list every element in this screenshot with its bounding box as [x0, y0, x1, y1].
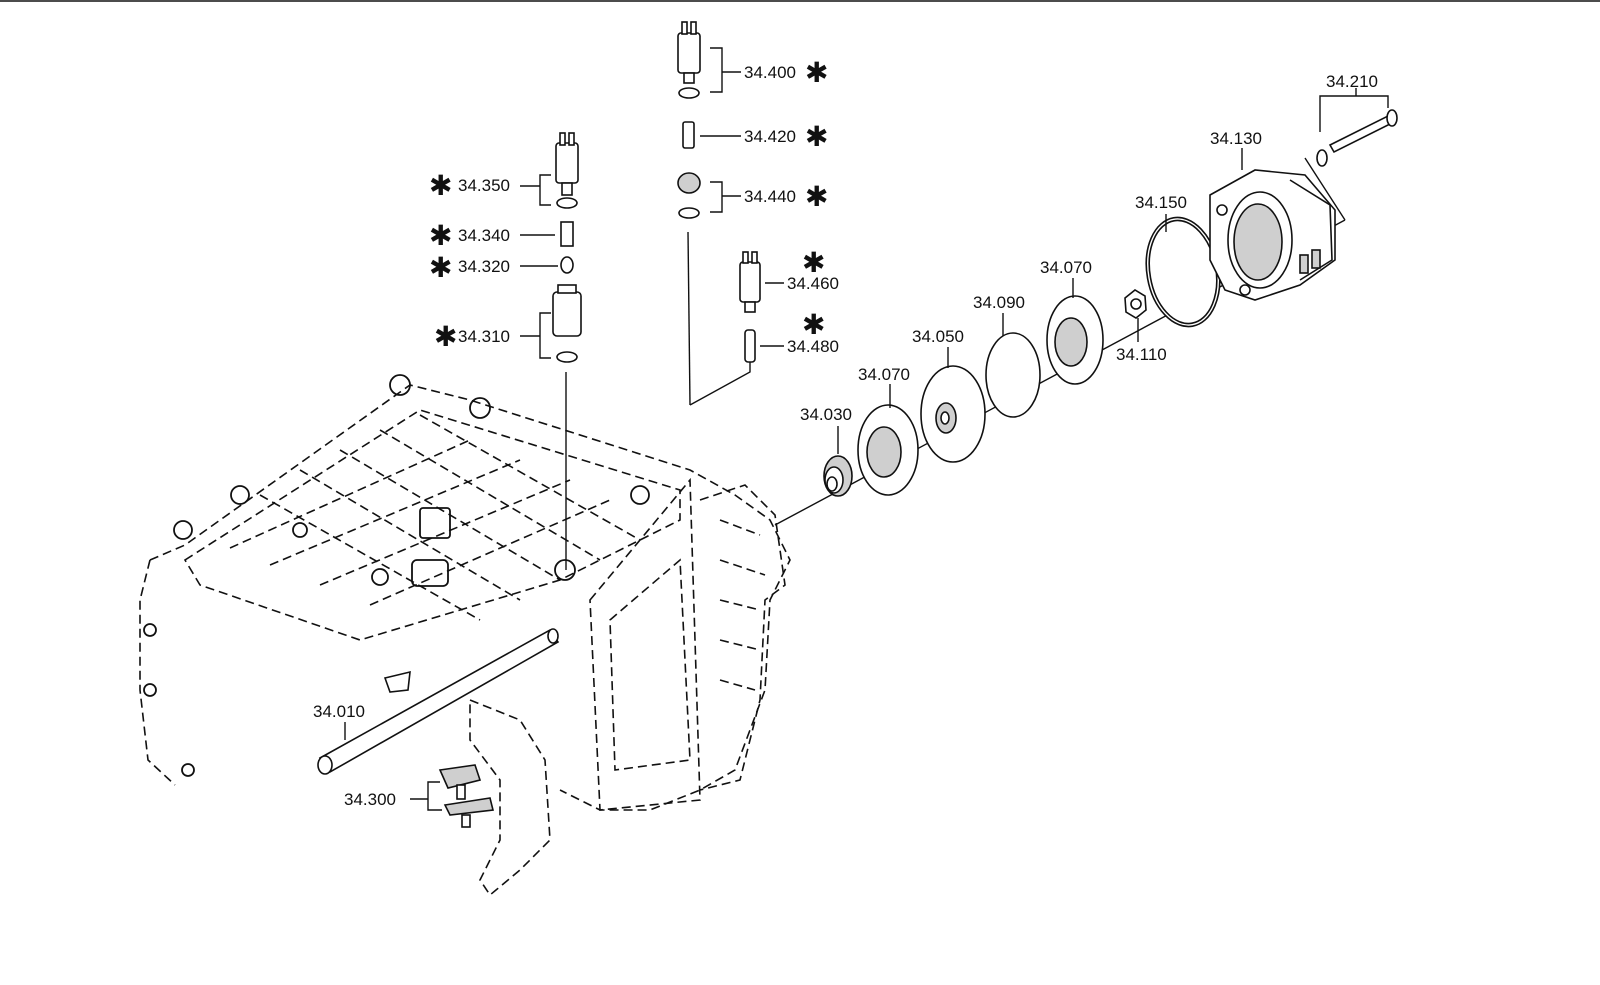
marker-34420: ✱ — [805, 120, 828, 153]
label-34150: 34.150 — [1135, 193, 1187, 212]
marker-34310: ✱ — [434, 320, 457, 353]
washer-34070-left — [857, 404, 919, 496]
sensor-34460 — [739, 251, 761, 363]
label-34440: 34.440 — [744, 187, 796, 206]
plate-34050 — [920, 365, 986, 463]
label-34070-right: 34.070 — [1040, 258, 1092, 277]
label-34090: 34.090 — [973, 293, 1025, 312]
label-34300: 34.300 — [344, 790, 396, 809]
part-labels: 34.350 34.340 34.320 34.310 34.400 34.42… — [313, 63, 1378, 809]
shift-rod-34010 — [317, 628, 560, 775]
washer-34070-right — [1046, 295, 1104, 385]
label-34400: 34.400 — [744, 63, 796, 82]
leader-lines — [344, 47, 1389, 811]
bracket-34300 — [438, 764, 494, 828]
label-34110: 34.110 — [1116, 345, 1167, 364]
marker-34340: ✱ — [429, 219, 452, 252]
bearing-34030 — [823, 455, 853, 497]
marker-34440: ✱ — [805, 180, 828, 213]
asterisk-markers: ✱ ✱ ✱ ✱ ✱ ✱ ✱ ✱ ✱ — [429, 56, 828, 353]
label-34420: 34.420 — [744, 127, 796, 146]
sensor-stack-34400 — [677, 21, 701, 219]
marker-34460: ✱ — [802, 246, 825, 279]
label-34340: 34.340 — [458, 226, 510, 245]
marker-34480: ✱ — [802, 308, 825, 341]
label-34210: 34.210 — [1326, 72, 1378, 91]
label-34320: 34.320 — [458, 257, 510, 276]
label-34010: 34.010 — [313, 702, 365, 721]
ring-34090 — [985, 332, 1041, 418]
cover-34130 — [1209, 169, 1336, 301]
label-34130: 34.130 — [1210, 129, 1262, 148]
label-34460: 34.460 — [787, 274, 839, 293]
label-34480: 34.480 — [787, 337, 839, 356]
label-34030: 34.030 — [800, 405, 852, 424]
label-34350: 34.350 — [458, 176, 510, 195]
marker-34320: ✱ — [429, 251, 452, 284]
sensor-stack-34350 — [552, 132, 582, 363]
marker-34350: ✱ — [429, 169, 452, 202]
bolt-34210 — [1316, 109, 1398, 167]
nut-34110 — [1124, 289, 1147, 319]
label-34050: 34.050 — [912, 327, 964, 346]
label-34070-left: 34.070 — [858, 365, 910, 384]
label-34310: 34.310 — [458, 327, 510, 346]
gearbox-housing — [139, 374, 791, 897]
marker-34400: ✱ — [805, 56, 828, 89]
